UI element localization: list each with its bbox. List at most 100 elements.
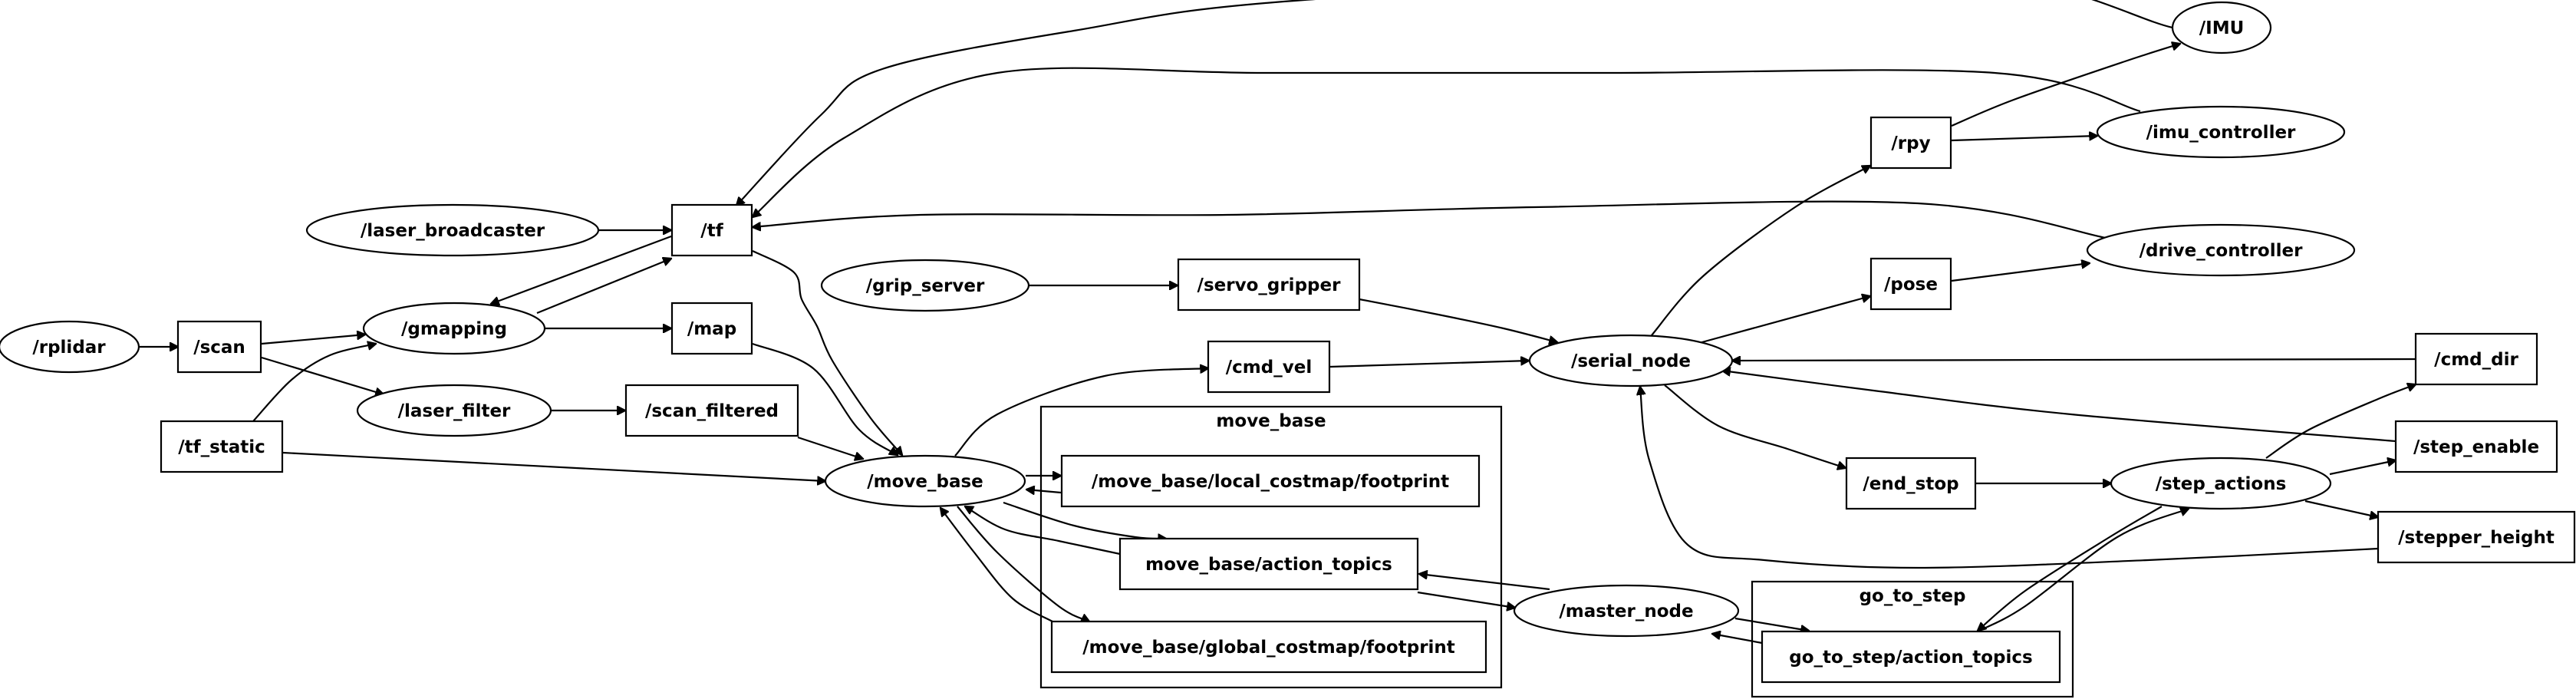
topic-box [2377, 510, 2576, 564]
ros-node-gmapping[interactable]: /gmapping [362, 302, 546, 355]
edge-rpy-to-imu-controller [1951, 136, 2097, 142]
edge-master-node-to-mb-action [1419, 574, 1550, 591]
topic-box [670, 203, 753, 257]
ros-node-rplidar[interactable]: /rplidar [0, 320, 140, 374]
topic-node-map[interactable]: /map [670, 302, 753, 355]
topic-box [1869, 116, 1952, 170]
edge-scan-to-gmapping [261, 335, 365, 345]
ros-node-serial-node[interactable]: /serial_node [1528, 334, 1734, 387]
topic-node-gts-action[interactable]: go_to_step/action_topics [1761, 630, 2061, 684]
edge-gts-action-to-master-node [1712, 634, 1763, 645]
topic-box [1869, 257, 1952, 311]
edge-tf-to-move-base-node [752, 250, 902, 455]
ros-node-laser-filter[interactable]: /laser_filter [356, 384, 552, 437]
topic-box [1177, 258, 1361, 312]
ros-node-master-node[interactable]: /master_node [1513, 584, 1740, 638]
node-label: /laser_broadcaster [361, 221, 545, 241]
topic-node-local-fp[interactable]: /move_base/local_costmap/footprint [1060, 454, 1481, 508]
ros-node-laser-broadcaster[interactable]: /laser_broadcaster [305, 203, 600, 257]
node-label: /cmd_vel [1226, 358, 1312, 378]
edge-imu-controller-to-tf [753, 67, 2141, 217]
topic-node-global-fp[interactable]: /move_base/global_costmap/footprint [1050, 620, 1487, 674]
topic-box [2394, 420, 2558, 473]
topic-node-cmd-vel[interactable]: /cmd_vel [1207, 340, 1331, 394]
node-label: /move_base/global_costmap/footprint [1082, 638, 1455, 658]
node-label: /cmd_dir [2434, 350, 2518, 370]
edge-cmd-vel-to-serial-node [1329, 361, 1529, 368]
edge-mb-action-to-move-base-node [965, 506, 1121, 556]
node-label: /rplidar [32, 338, 106, 358]
edge-rpy-to-imu [1951, 44, 2180, 127]
edge-move-base-node-to-global-fp [957, 506, 1089, 622]
topic-node-rpy[interactable]: /rpy [1869, 116, 1952, 170]
edge-serial-node-to-pose [1698, 296, 1870, 345]
ros-node-drive-controller[interactable]: /drive_controller [2086, 223, 2356, 277]
edge-cmd-dir-to-serial-node [1732, 359, 2416, 361]
node-label: /move_base/local_costmap/footprint [1092, 472, 1449, 492]
edge-gts-action-to-step-actions [1978, 509, 2189, 631]
edge-step-actions-to-step-enable [2329, 460, 2396, 476]
edge-serial-node-to-end-stop [1664, 384, 1846, 468]
topic-box [1050, 620, 1487, 674]
ros-node-grip-server[interactable]: /grip_server [820, 259, 1030, 312]
node-ellipse [0, 320, 140, 374]
cluster-box [1039, 405, 1503, 689]
topic-box [1060, 454, 1481, 508]
topic-node-tf[interactable]: /tf [670, 203, 753, 257]
edge-drive-controller-to-tf [753, 200, 2107, 239]
edge-layer [140, 0, 2416, 645]
node-label: /scan_filtered [645, 401, 779, 421]
node-label: /step_enable [2413, 437, 2539, 457]
node-label: /map [687, 319, 736, 339]
edge-step-actions-to-cmd-dir [2265, 384, 2416, 459]
node-label: /tf [700, 221, 723, 241]
node-ellipse [2171, 1, 2272, 54]
node-label: /imu_controller [2146, 123, 2296, 143]
edge-step-enable-to-serial-node [1722, 371, 2396, 443]
topic-box [670, 302, 753, 355]
edge-gmapping-to-tf [536, 259, 671, 315]
ros-node-step-actions[interactable]: /step_actions [2110, 457, 2332, 510]
ros-node-imu-controller[interactable]: /imu_controller [2096, 105, 2346, 159]
node-ellipse [356, 384, 552, 437]
edge-servo-gripper-to-serial-node [1359, 298, 1557, 342]
edge-step-actions-to-stepper-height [2304, 500, 2378, 517]
node-label: /step_actions [2156, 474, 2287, 494]
node-label: /move_base [867, 472, 983, 492]
cluster-move-base: move_base [1039, 405, 1503, 689]
topic-node-scan-filtered[interactable]: /scan_filtered [624, 384, 799, 437]
topic-node-tf-static[interactable]: /tf_static [160, 420, 284, 473]
node-label: move_base/action_topics [1145, 555, 1392, 575]
edge-move-base-node-to-mb-action [1003, 501, 1166, 539]
node-label: /laser_filter [398, 401, 511, 421]
topic-box [1118, 537, 1419, 591]
topic-node-stepper-height[interactable]: /stepper_height [2377, 510, 2576, 564]
cluster-label: move_base [1216, 411, 1326, 431]
topic-node-mb-action[interactable]: move_base/action_topics [1118, 537, 1419, 591]
node-ellipse [2096, 105, 2346, 159]
cluster-box [1751, 580, 2074, 698]
topic-node-end-stop[interactable]: /end_stop [1845, 457, 1977, 510]
node-ellipse [305, 203, 600, 257]
node-label: /rpy [1891, 134, 1930, 153]
ros-node-imu[interactable]: /IMU [2171, 1, 2272, 54]
node-label: /grip_server [866, 276, 985, 296]
node-label: /pose [1884, 275, 1938, 295]
node-layer: /rplidar/scan/tf_static/laser_broadcaste… [0, 1, 2576, 684]
node-label: go_to_step/action_topics [1789, 648, 2032, 668]
topic-node-scan[interactable]: /scan [176, 320, 262, 374]
node-label: /master_node [1559, 602, 1693, 622]
node-ellipse [2086, 223, 2356, 277]
node-ellipse [820, 259, 1030, 312]
ros-node-move-base-node[interactable]: /move_base [824, 454, 1026, 508]
topic-node-servo-gripper[interactable]: /servo_gripper [1177, 258, 1361, 312]
node-label: /gmapping [401, 319, 507, 339]
edge-move-base-node-to-cmd-vel [954, 368, 1208, 457]
topic-node-pose[interactable]: /pose [1869, 257, 1952, 311]
edge-tf-static-to-gmapping [252, 344, 376, 422]
topic-node-step-enable[interactable]: /step_enable [2394, 420, 2558, 473]
topic-node-cmd-dir[interactable]: /cmd_dir [2414, 332, 2538, 386]
node-label: /tf_static [178, 437, 265, 457]
